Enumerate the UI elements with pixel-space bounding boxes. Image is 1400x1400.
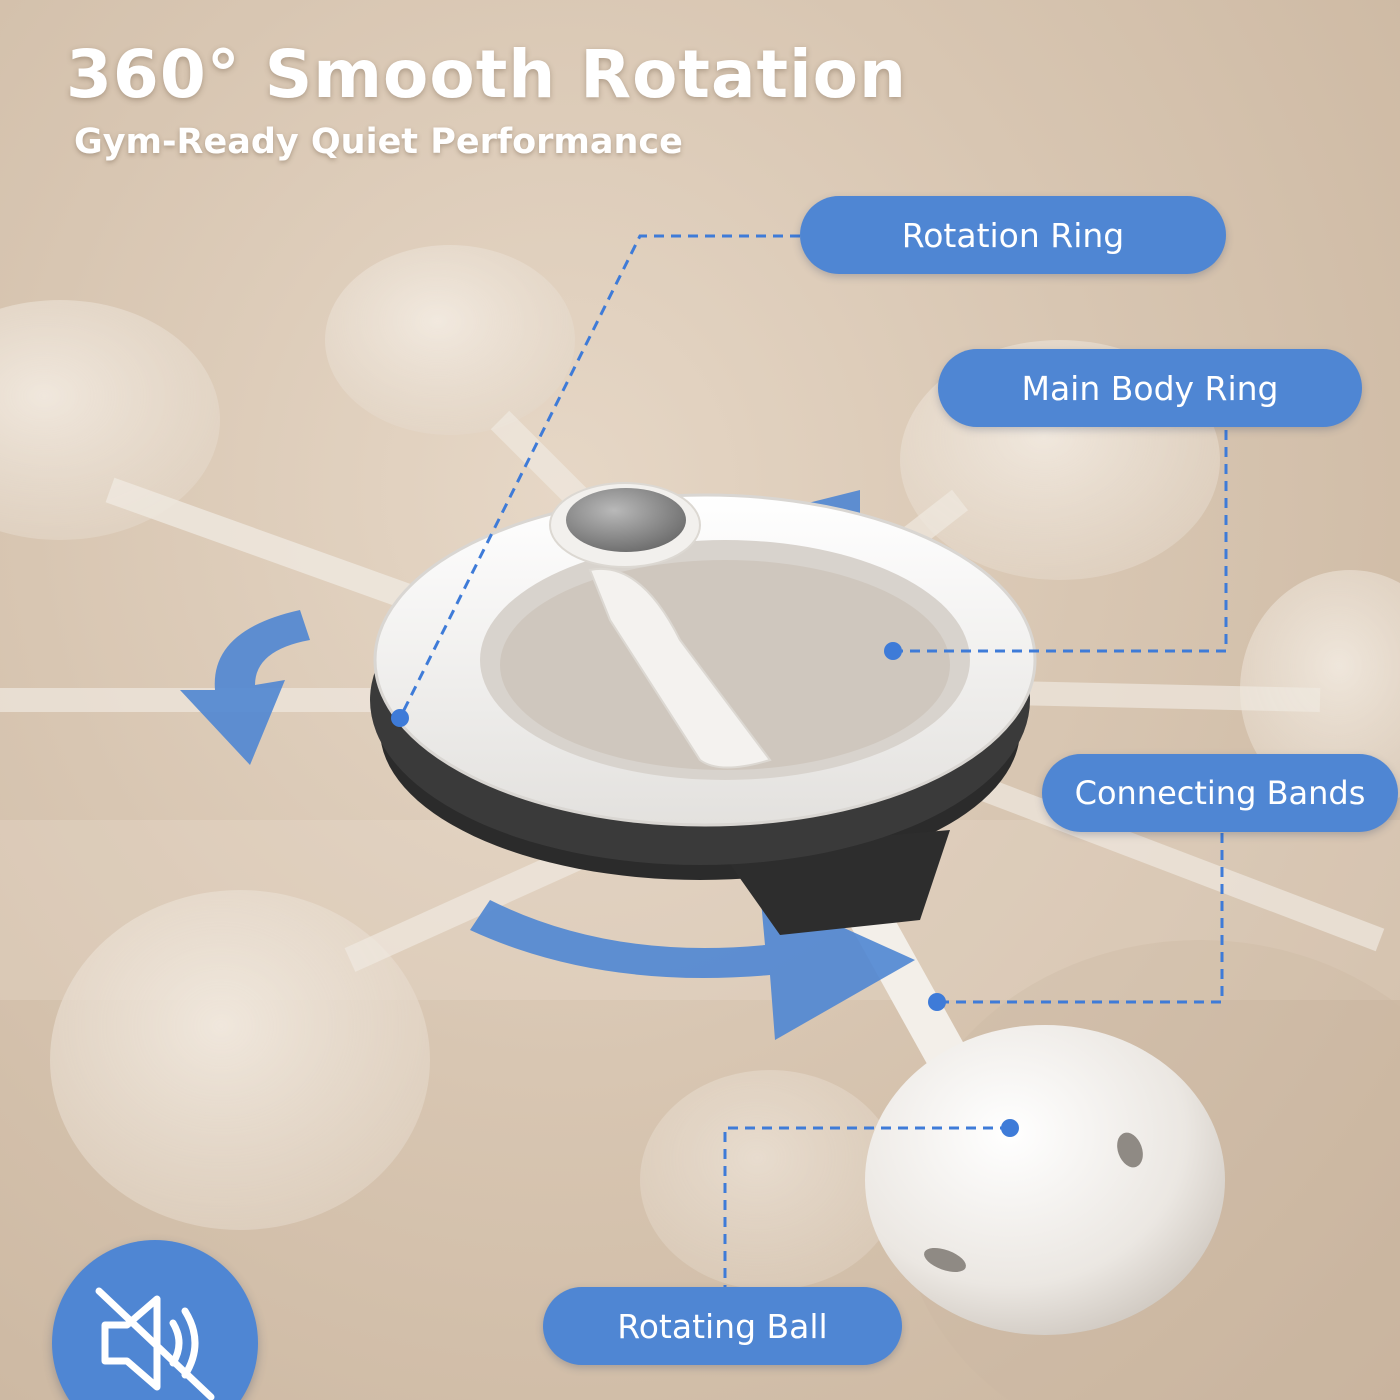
callout-main-body-ring: Main Body Ring: [938, 349, 1362, 427]
rotating-ball: [865, 1025, 1225, 1335]
handle-bar: [549, 482, 772, 769]
mute-speaker-icon: [95, 1287, 215, 1400]
callout-lines: [398, 234, 1228, 1287]
callout-connecting-bands: Connecting Bands: [1042, 754, 1398, 832]
callout-rotation-ring: Rotation Ring: [800, 196, 1226, 274]
callout-dots: [391, 642, 1019, 1137]
quiet-badge: [52, 1240, 258, 1400]
page-subtitle: Gym-Ready Quiet Performance: [74, 122, 683, 162]
page-title: 360° Smooth Rotation: [66, 36, 908, 113]
callout-rotating-ball: Rotating Ball: [543, 1287, 902, 1365]
main-body-ring: [373, 493, 1037, 827]
